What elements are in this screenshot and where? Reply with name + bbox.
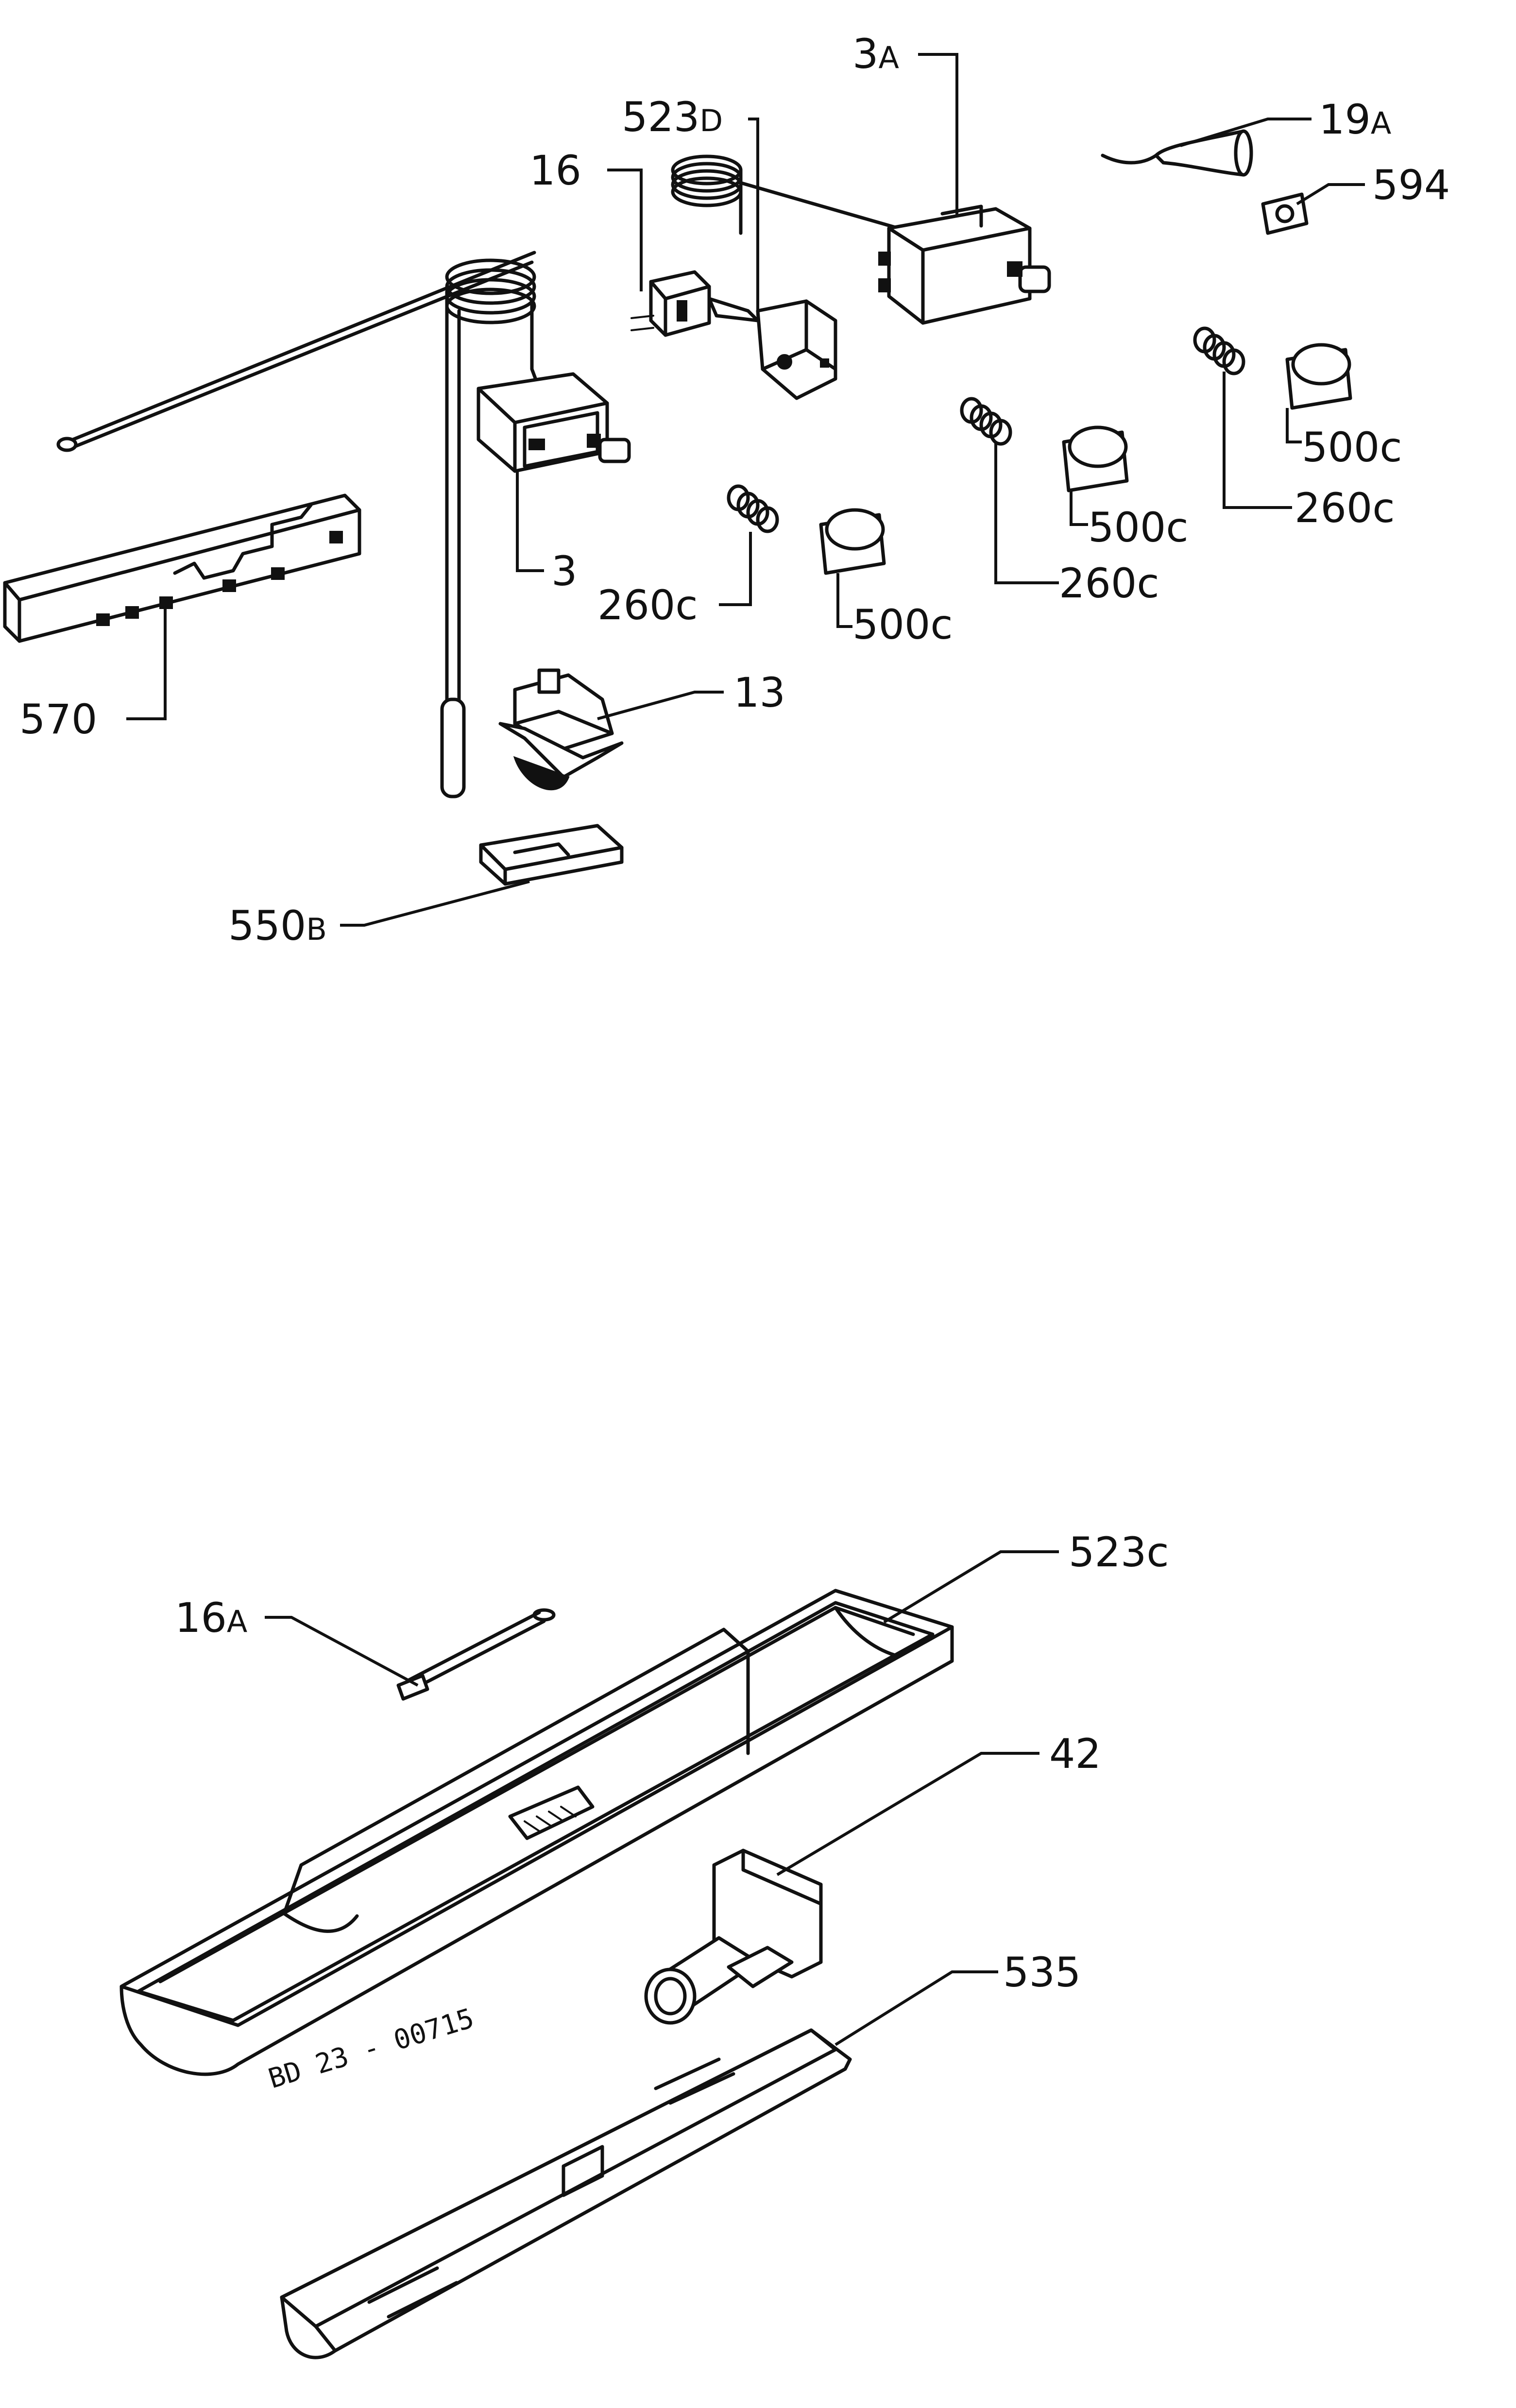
knob-500c-1 [1285, 343, 1352, 410]
lamp-holder-13 [498, 668, 624, 791]
label-535: 535 [1003, 1949, 1081, 1996]
label-523d: 523D [622, 93, 723, 141]
bracket-523d [756, 299, 837, 400]
leader-260c-3 [719, 532, 752, 606]
label-13: 13 [733, 669, 785, 716]
lamp-socket-42 [644, 1848, 823, 2025]
leader-523d [748, 118, 759, 316]
leader-16a [265, 1616, 419, 1687]
leader-500c-1 [1286, 408, 1302, 443]
label-260c-1: 260c [1295, 484, 1395, 532]
bracket-550b [479, 824, 624, 886]
leader-42 [776, 1752, 1039, 1876]
label-16a: 16A [175, 1594, 247, 1642]
capillary-coil-upper [671, 154, 743, 235]
leader-594 [1296, 183, 1365, 205]
capillary-tube-3a [736, 180, 901, 230]
knob-500c-3 [819, 508, 886, 575]
label-500c-1: 500c [1302, 424, 1402, 471]
leader-523c [883, 1550, 1059, 1624]
leader-570 [126, 605, 167, 720]
leader-19a [1180, 118, 1312, 147]
label-260c-3: 260c [597, 581, 698, 629]
leader-260c-2 [994, 442, 1059, 584]
leader-3a [918, 53, 958, 216]
label-594: 594 [1372, 161, 1450, 209]
leader-535 [835, 1970, 998, 2046]
tray-523c [119, 1589, 954, 2076]
knob-500c-2 [1062, 425, 1129, 492]
cover-plate-535 [280, 2028, 852, 2359]
leader-13 [597, 691, 724, 720]
leader-550b [340, 880, 530, 927]
label-16: 16 [529, 147, 581, 194]
label-260c-2: 260c [1059, 560, 1159, 607]
label-3: 3 [551, 547, 577, 595]
clip-19a [1101, 129, 1253, 177]
spring-260c-1 [1193, 326, 1245, 375]
leader-16 [607, 169, 643, 291]
wire-16a [396, 1608, 556, 1701]
thermostat-3 [477, 372, 631, 473]
screw-594 [1261, 192, 1309, 235]
label-550b: 550B [228, 902, 327, 950]
thermostat-3a [878, 204, 1051, 325]
leader-3 [516, 471, 544, 572]
leader-500c-2 [1070, 491, 1088, 526]
label-570: 570 [19, 695, 97, 743]
label-500c-2: 500c [1088, 504, 1189, 551]
label-523c: 523c [1069, 1528, 1169, 1576]
switch-16 [630, 270, 760, 337]
leader-500c-3 [836, 573, 852, 628]
spring-260c-3 [727, 484, 779, 533]
label-3a: 3A [852, 30, 899, 78]
label-42: 42 [1049, 1730, 1101, 1778]
terminal-strip-570 [3, 493, 361, 643]
leader-260c-1 [1223, 372, 1292, 509]
label-500c-3: 500c [852, 601, 953, 648]
spring-260c-2 [960, 397, 1012, 446]
label-19a: 19A [1319, 96, 1391, 143]
capillary-coil-left [440, 258, 541, 798]
